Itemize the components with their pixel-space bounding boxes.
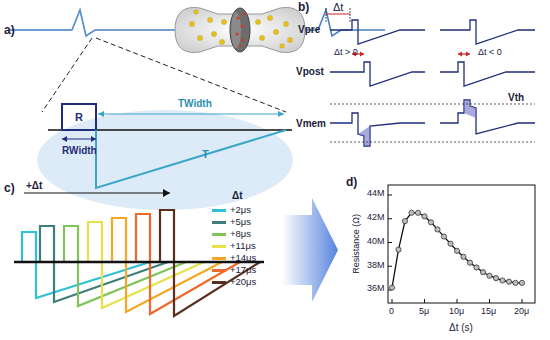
legend-text: +17μs	[230, 265, 256, 275]
axis-title: Δt (s)	[449, 322, 473, 333]
axis-title: Resistance (Ω)	[352, 214, 362, 274]
tick-label: 42M	[367, 213, 385, 223]
legend-text: +5μs	[230, 217, 251, 227]
legend-text: +2μs	[230, 205, 251, 215]
tick-label: 38M	[367, 261, 385, 271]
panel-letter: c)	[4, 182, 15, 195]
signal-name: Vmem	[296, 118, 326, 129]
tick-label: 5μ	[419, 307, 429, 317]
legend-swatch	[212, 269, 226, 272]
legend-swatch	[212, 281, 226, 284]
signal-name: Vpre	[298, 24, 320, 35]
timing-note: Δt < 0	[478, 48, 502, 58]
axis-note: +Δt	[26, 180, 42, 191]
tick-label: 10μ	[449, 307, 464, 317]
pulse-label: T	[202, 148, 209, 160]
signal-name: Vpost	[296, 66, 324, 77]
threshold-label: Vth	[508, 92, 524, 103]
legend-swatch	[212, 221, 226, 224]
tick-label: 40M	[367, 237, 385, 247]
tick-label: 20μ	[514, 307, 529, 317]
legend-heading: Δt	[232, 190, 243, 201]
tick-label: 0	[389, 307, 394, 317]
timing-note: Δt > 0	[334, 48, 358, 58]
panel-letter: b)	[298, 1, 309, 14]
legend-swatch	[212, 233, 226, 236]
legend-text: +8μs	[230, 229, 251, 239]
tick-label: 15μ	[481, 307, 496, 317]
tick-label: 36M	[367, 284, 385, 294]
width-label: TWidth	[178, 98, 212, 109]
legend-swatch	[212, 209, 226, 212]
legend-swatch	[212, 257, 226, 260]
legend-text: +14μs	[230, 253, 256, 263]
width-label: RWidth	[62, 145, 97, 156]
legend-text: +11μs	[230, 241, 256, 251]
delta-t: Δt	[333, 1, 343, 13]
pulse-label: R	[75, 111, 83, 123]
legend-swatch	[212, 245, 226, 248]
tick-label: 44M	[367, 189, 385, 199]
panel-letter: d)	[346, 176, 357, 189]
panel-letter: a)	[4, 24, 15, 37]
legend-text: +20μs	[230, 277, 256, 287]
